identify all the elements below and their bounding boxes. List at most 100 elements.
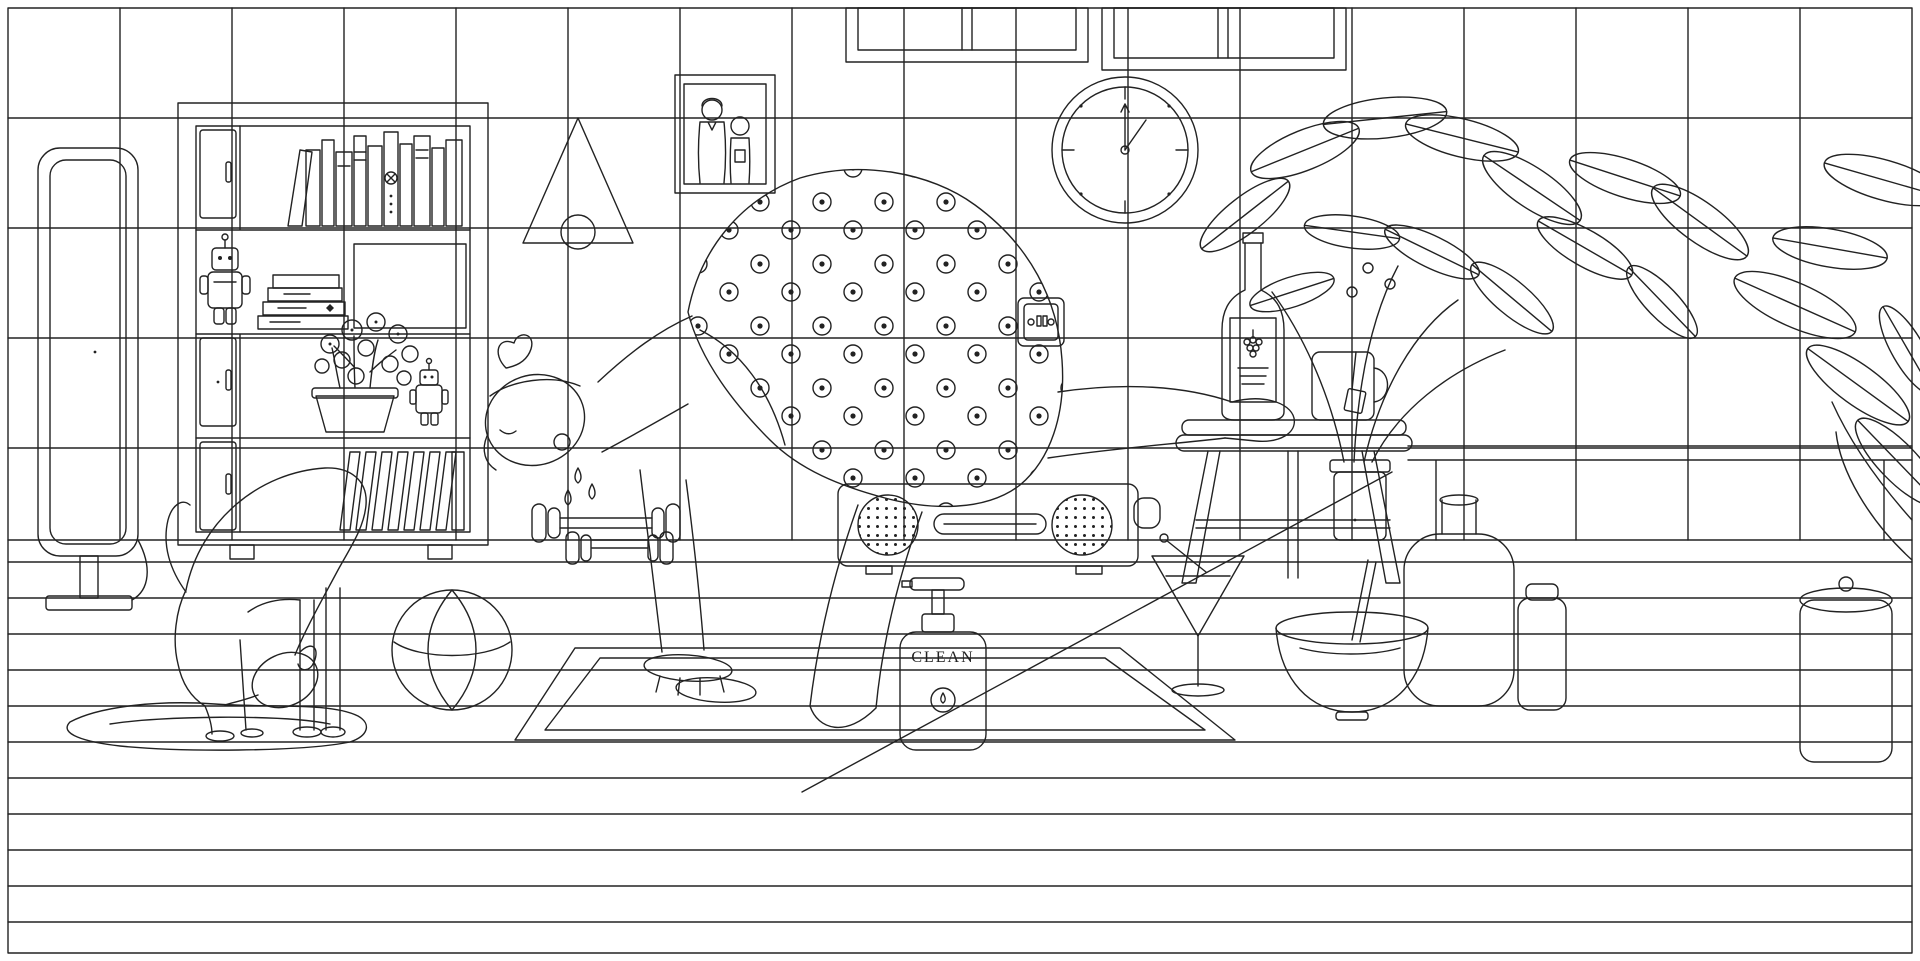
- standing-books: [287, 131, 463, 227]
- mug-handle: [1373, 367, 1389, 403]
- dog-paw: [320, 726, 346, 738]
- shelf-lines: [195, 125, 471, 533]
- window-left: [845, 7, 1089, 63]
- clock-minute-hand: [1120, 103, 1130, 151]
- toy-robot-large: [199, 233, 251, 325]
- mug: [1311, 351, 1389, 421]
- dog-muzzle: [224, 694, 259, 706]
- house-plant: [1199, 96, 1920, 561]
- canister: [1799, 576, 1893, 763]
- clock-ticks: [1061, 86, 1189, 214]
- speaker-left: [857, 494, 919, 556]
- pilea-plant: [311, 312, 419, 433]
- headband: [489, 379, 581, 397]
- shelf-door-panels: [199, 129, 237, 531]
- grape-emblem: [1243, 329, 1263, 358]
- ear: [553, 433, 571, 451]
- boombox-handle: [1133, 497, 1161, 529]
- dog-hindquarters: [174, 589, 247, 735]
- person: [483, 169, 1295, 728]
- dog-paw: [292, 726, 322, 738]
- person-head: [483, 334, 586, 471]
- tv: [37, 147, 148, 611]
- drop-emblem: [930, 687, 956, 713]
- sanitizer-bottle: CLEAN: [899, 577, 987, 751]
- tv-cord: [131, 539, 148, 601]
- triangle-art: [522, 117, 634, 250]
- polka-dot-shirt: [687, 169, 1064, 508]
- dumbbell-front: [531, 503, 681, 543]
- dog-head: [251, 651, 319, 709]
- dog-tail: [165, 501, 191, 593]
- robot-antenna: [221, 233, 229, 241]
- water-puddle: [66, 702, 368, 751]
- bottle-collar: [921, 613, 955, 633]
- picture-frame: [674, 74, 776, 194]
- clock-hour-hand: [1124, 119, 1147, 151]
- plant-pot-floor: [1329, 459, 1391, 541]
- neck-lines: [597, 315, 693, 453]
- bottle-label: [1229, 317, 1277, 403]
- bookshelf: [177, 102, 489, 560]
- photo-person-right: [729, 116, 751, 184]
- boombox: [837, 483, 1161, 575]
- bottle-body: [899, 631, 987, 751]
- stool: [1175, 419, 1413, 584]
- beach-ball: [391, 589, 513, 711]
- sleeve-line: [699, 329, 786, 446]
- hair-bun: [497, 334, 533, 369]
- dumbbell-back: [565, 531, 674, 565]
- plant-berries: [1346, 262, 1396, 298]
- spoon: [1351, 559, 1377, 643]
- foot: [1224, 398, 1295, 442]
- martini-glass: [1151, 533, 1245, 697]
- plant-stems-right: [1831, 401, 1913, 561]
- shelf-foot: [229, 544, 255, 560]
- floor-planks: [7, 471, 1913, 923]
- boombox-foot: [865, 565, 893, 575]
- speaker-right: [1051, 494, 1113, 556]
- pump-stem: [931, 589, 945, 615]
- plant-leaves: [1199, 96, 1920, 507]
- yoga-mat: [514, 647, 1236, 741]
- tea-string: [1351, 351, 1357, 391]
- mixing-bowl: [1275, 559, 1429, 721]
- closed-eye: [499, 429, 517, 435]
- shelf-back-panel: [353, 243, 467, 329]
- stool-legs: [1181, 450, 1401, 584]
- window-right: [1101, 7, 1347, 71]
- sweat-drops: [564, 467, 596, 506]
- tea-tag: [1343, 388, 1367, 414]
- shelf-foot: [427, 544, 453, 560]
- dog-belly: [247, 598, 301, 613]
- clean-label: CLEAN: [911, 649, 974, 666]
- plant-stems: [1271, 265, 1506, 463]
- storage-jar: [1517, 583, 1567, 711]
- wine-bottle: [1221, 232, 1285, 421]
- arm-lines: [639, 469, 705, 653]
- cocktail-pick: [1165, 539, 1207, 573]
- dog-paw: [240, 728, 264, 738]
- extended-leg: [1047, 385, 1233, 459]
- pump-nozzle: [901, 580, 913, 588]
- sideboard-lines: [1407, 445, 1913, 541]
- nose-chin: [483, 435, 497, 471]
- kneeling-shin: [809, 504, 923, 728]
- stacked-books: [257, 274, 349, 330]
- bookend-x-mark: [384, 171, 398, 185]
- dumbbells: [531, 503, 681, 565]
- pump-head: [909, 577, 965, 591]
- photo-person-left: [697, 97, 727, 184]
- leaning-books: [339, 451, 465, 531]
- specks: [93, 350, 1357, 522]
- wall-clock: [1051, 76, 1199, 224]
- dog-paw: [205, 730, 235, 742]
- dog-front-legs: [299, 587, 341, 731]
- tv-stand: [45, 555, 133, 611]
- plant-pot: [315, 395, 395, 433]
- toy-robot-small: [409, 357, 449, 426]
- jug: [1403, 494, 1515, 707]
- book-diamond-mark: [326, 304, 334, 312]
